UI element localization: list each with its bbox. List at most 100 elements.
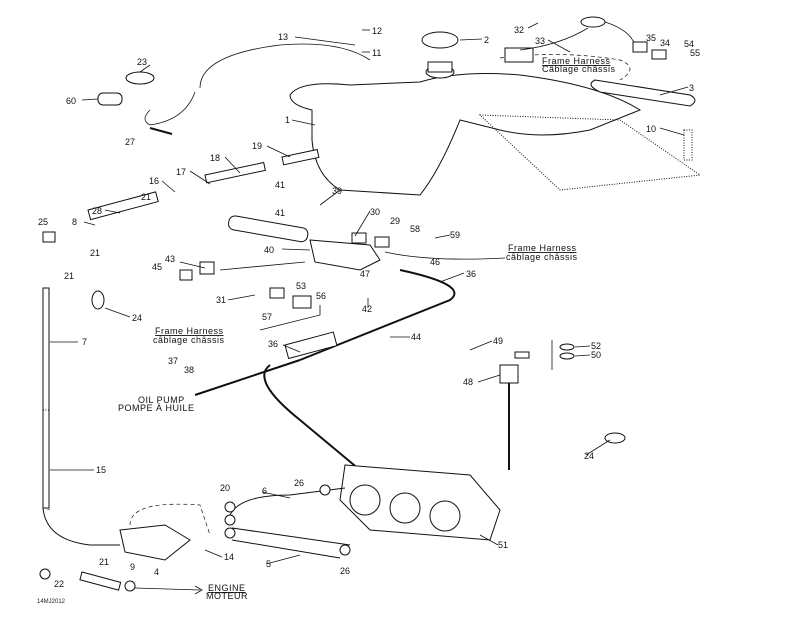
callout: 29 (390, 216, 400, 226)
callout: 54 (684, 39, 694, 49)
callout: 14 (224, 552, 234, 562)
svg-text:câblage châssis: câblage châssis (506, 252, 578, 262)
callout: 57 (262, 312, 272, 322)
callout: 26 (340, 566, 350, 576)
callout: 41 (275, 180, 285, 190)
callout: 38 (184, 365, 194, 375)
callout-labels: 13 12 2 11 32 33 35 34 54 55 3 10 1 23 6… (38, 25, 700, 589)
callout: 51 (498, 540, 508, 550)
fuel-tank (289, 54, 702, 196)
svg-text:POMPE À HUILE: POMPE À HUILE (118, 403, 195, 413)
callout: 40 (264, 245, 274, 255)
callout: 9 (130, 562, 135, 572)
svg-text:ENGINE: ENGINE (208, 583, 246, 593)
callout: 47 (360, 269, 370, 279)
callout: 22 (54, 579, 64, 589)
svg-text:câblage châssis: câblage châssis (153, 335, 225, 345)
callout: 48 (463, 377, 473, 387)
callout: 3 (689, 83, 694, 93)
callout: 24 (132, 313, 142, 323)
note-oil-pump: OIL PUMP POMPE À HUILE (118, 395, 195, 413)
callout: 7 (82, 337, 87, 347)
callout: 2 (484, 35, 489, 45)
callout: 26 (294, 478, 304, 488)
callout: 59 (450, 230, 460, 240)
oil-pump-cable (194, 359, 301, 396)
tank-strap (590, 79, 696, 107)
callout: 4 (154, 567, 159, 577)
svg-text:MOTEUR: MOTEUR (206, 591, 248, 601)
callout: 49 (493, 336, 503, 346)
callout: 52 (591, 341, 601, 351)
callout: 36 (268, 339, 278, 349)
callout: 41 (275, 208, 285, 218)
callout: 21 (90, 248, 100, 258)
svg-text:Frame Harness: Frame Harness (508, 243, 577, 253)
callout: 20 (220, 483, 230, 493)
callout: 42 (362, 304, 372, 314)
callout: 10 (646, 124, 656, 134)
leader-lines (50, 22, 689, 565)
callout: 33 (535, 36, 545, 46)
callout: 21 (141, 192, 151, 202)
fuel-cap (421, 31, 459, 49)
note-engine: ENGINE MOTEUR (206, 583, 248, 601)
fuel-hose (42, 287, 50, 509)
callout: 11 (372, 48, 381, 58)
callout: 18 (210, 153, 220, 163)
callout: 25 (38, 217, 48, 227)
callout: 35 (646, 33, 656, 43)
note-frame-harness-right: Frame Harness câblage châssis (506, 243, 578, 262)
drawing-code: 14MJ2012 (37, 599, 66, 605)
callout: 28 (92, 206, 102, 216)
clamp (125, 71, 155, 85)
callout: 60 (66, 96, 76, 106)
callout: 36 (466, 269, 476, 279)
grommet (97, 92, 123, 106)
callout: 13 (278, 32, 288, 42)
callout: 23 (137, 57, 147, 67)
callout: 34 (660, 38, 670, 48)
callout: 1 (285, 115, 290, 125)
callout: 37 (168, 356, 178, 366)
callout: 21 (64, 271, 74, 281)
callout: 6 (262, 486, 267, 496)
callout: 43 (165, 254, 175, 264)
svg-text:OIL PUMP: OIL PUMP (138, 395, 185, 405)
callout: 58 (410, 224, 420, 234)
svg-text:Câblage châssis: Câblage châssis (542, 64, 616, 74)
svg-text:Frame Harness: Frame Harness (155, 326, 224, 336)
callout: 39 (332, 186, 342, 196)
callout: 19 (252, 141, 262, 151)
callout: 31 (216, 295, 226, 305)
callout: 15 (96, 465, 106, 475)
callout: 32 (514, 25, 524, 35)
note-frame-harness-top: Frame Harness Câblage châssis (542, 56, 616, 74)
vent-hose (199, 43, 371, 89)
callout: 27 (125, 137, 135, 147)
callout: 5 (266, 559, 271, 569)
callout: 44 (411, 332, 421, 342)
callout: 53 (296, 281, 306, 291)
filter (149, 127, 173, 135)
fuel-pump (119, 524, 191, 561)
callout: 21 (99, 557, 109, 567)
callout: 16 (149, 176, 159, 186)
callout: 50 (591, 350, 601, 360)
callout: 30 (370, 207, 380, 217)
callout: 17 (176, 167, 186, 177)
throttle-housing (309, 239, 381, 271)
callout: 55 (690, 48, 700, 58)
sender-gauge (504, 16, 667, 63)
callout: 46 (430, 257, 440, 267)
callout: 45 (152, 262, 162, 272)
carburetor-assembly (339, 464, 501, 541)
callout: 56 (316, 291, 326, 301)
svg-text:Frame Harness: Frame Harness (542, 56, 611, 66)
callout: 12 (372, 26, 382, 36)
callout: 8 (72, 217, 77, 227)
spring (683, 129, 693, 161)
note-frame-harness-left: Frame Harness câblage châssis (153, 326, 225, 345)
